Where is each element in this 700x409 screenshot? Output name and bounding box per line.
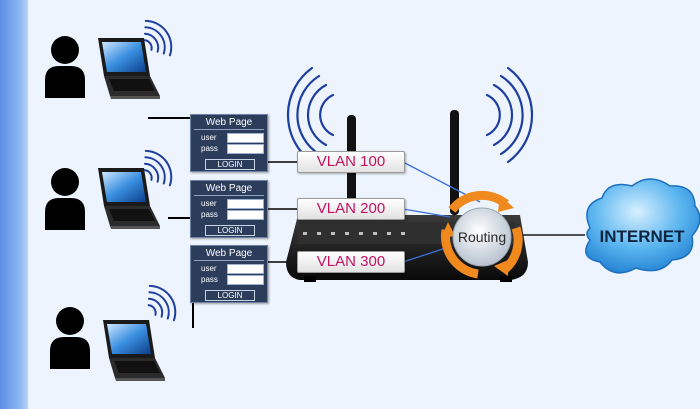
username-field[interactable] (227, 264, 264, 274)
vlan-tag-100: VLAN 100 (297, 151, 405, 173)
vlan-tag-200: VLAN 200 (297, 198, 405, 220)
username-field[interactable] (227, 199, 264, 209)
router-wifi-waves (288, 68, 532, 162)
vlan-tag-300: VLAN 300 (297, 251, 405, 273)
password-field[interactable] (227, 210, 264, 220)
internet-label: INTERNET (600, 227, 686, 246)
login-button[interactable]: LOGIN (205, 225, 255, 236)
web-page-login-panel-1: Web Page user pass LOGIN (190, 114, 268, 172)
panel-title: Web Page (194, 115, 264, 130)
user-2 (45, 145, 179, 230)
pass-label: pass (201, 144, 218, 153)
web-page-login-panel-3: Web Page user pass LOGIN (190, 245, 268, 303)
web-page-login-panel-2: Web Page user pass LOGIN (190, 180, 268, 238)
user-label: user (201, 264, 217, 273)
internet-cloud-icon (586, 179, 700, 273)
panel-title: Web Page (194, 246, 264, 261)
password-field[interactable] (227, 144, 264, 154)
login-button[interactable]: LOGIN (205, 290, 255, 301)
person-icon (45, 36, 85, 98)
user-label: user (201, 133, 217, 142)
login-button[interactable]: LOGIN (205, 159, 255, 170)
user-1 (45, 15, 179, 99)
pass-label: pass (201, 275, 218, 284)
person-icon (50, 307, 90, 369)
user-label: user (201, 199, 217, 208)
pass-label: pass (201, 210, 218, 219)
routing-label: Routing (458, 229, 506, 245)
username-field[interactable] (227, 133, 264, 143)
password-field[interactable] (227, 275, 264, 285)
person-icon (45, 168, 85, 230)
panel-title: Web Page (194, 181, 264, 196)
